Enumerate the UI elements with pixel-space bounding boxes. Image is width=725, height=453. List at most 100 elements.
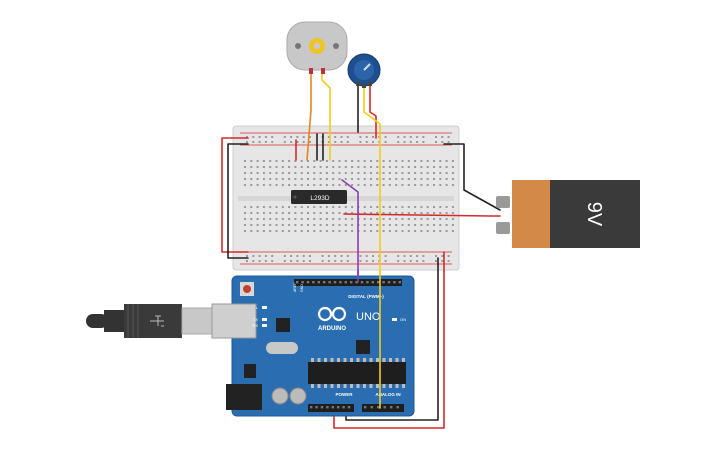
breadboard-rail-hole [246,255,248,257]
breadboard-rail-hole [258,141,261,143]
breadboard-terminal-hole [388,212,391,214]
breadboard-rail-hole [302,141,305,143]
breadboard-rail-hole [365,141,368,143]
breadboard-terminal-hole [250,212,253,214]
breadboard-rail-hole [290,141,293,143]
breadboard-rail-hole [334,260,337,262]
breadboard-terminal-hole [332,218,335,220]
breadboard-terminal-hole [269,230,272,232]
breadboard-terminal-hole [370,218,372,220]
aref-label: AREF [293,283,297,292]
power-pin [310,406,313,409]
breadboard-terminal-hole [433,166,435,168]
breadboard-terminal-hole [420,206,423,208]
breadboard-rail-hole [327,141,330,143]
breadboard-terminal-hole [262,160,265,162]
breadboard-rail-hole [384,255,387,257]
motor-driver-chip: L293D [291,190,347,204]
breadboard-terminal-hole [294,184,297,186]
breadboard-rail-hole [384,260,387,262]
breadboard-rail-hole [340,260,343,262]
digital-pin [301,281,304,284]
breadboard-terminal-hole [420,212,423,214]
breadboard-terminal-hole [325,212,328,214]
chip-pin [343,358,347,362]
breadboard-terminal-hole [269,166,272,168]
breadboard-terminal-hole [288,212,291,214]
breadboard-rail-hole [435,260,437,262]
breadboard-terminal-hole [300,172,303,174]
breadboard-terminal-hole [244,184,246,186]
breadboard-terminal-hole [395,172,398,174]
dc-motor [286,21,348,74]
breadboard-terminal-hole [307,224,309,226]
chip-pin [350,358,353,362]
breadboard-terminal-hole [300,206,303,208]
breadboard-terminal-hole [426,178,429,180]
breadboard-terminal-hole [332,212,335,214]
potentiometer[interactable] [347,53,381,88]
breadboard-rail-hole [416,141,419,143]
breadboard-rail-hole [264,255,267,257]
breadboard-rail-hole [258,260,261,262]
breadboard-terminal-hole [281,224,284,226]
breadboard-terminal-hole [407,218,410,220]
motor-screw-left [295,43,301,49]
breadboard-terminal-hole [262,212,265,214]
breadboard-terminal-hole [426,230,429,232]
breadboard-terminal-hole [344,218,347,220]
breadboard-terminal-hole [351,184,354,186]
breadboard-terminal-hole [445,172,448,174]
potentiometer-knob-indicator [363,63,371,71]
led-rx [262,324,267,327]
chip-pin [369,384,373,388]
atmega-chip-pins [311,358,405,388]
breadboard-terminal-hole [382,212,385,214]
breadboard-terminal-hole [363,206,366,208]
breadboard-rail-hole [327,136,330,138]
digital-pin [360,281,364,284]
chip-pin [382,384,386,388]
breadboard-terminal-hole [357,172,360,174]
digital-header-pins [296,281,401,284]
breadboard-terminal-hole [382,172,385,174]
breadboard-rail-hole [346,141,349,143]
digital-pin [398,281,401,284]
breadboard-rail-hole [359,141,362,143]
breadboard-rail-hole [447,136,450,138]
chip-pin [350,384,353,388]
breadboard-terminal-hole [351,224,354,226]
breadboard-terminal-hole [451,230,454,232]
breadboard-terminal-hole [376,230,379,232]
breadboard-rail-hole [403,136,406,138]
icsp-header [356,340,370,354]
breadboard-terminal-hole [351,178,354,180]
breadboard-terminal-hole [363,218,366,220]
breadboard-terminal-hole [256,206,259,208]
breadboard-rail-hole [302,260,305,262]
battery-terminal-bottom [496,222,510,234]
breadboard-rail-hole [246,136,248,138]
breadboard-rail-hole [258,255,261,257]
breadboard-terminal-hole [256,224,259,226]
breadboard-rail-hole [365,255,368,257]
breadboard-rail-hole [271,136,274,138]
digital-pin [366,281,369,284]
breadboard-rail-hole [409,136,412,138]
breadboard-terminal-hole [351,218,354,220]
breadboard-terminal-hole [363,184,366,186]
breadboard-terminal-hole [294,172,297,174]
breadboard-terminal-hole [439,224,442,226]
breadboard-terminal-hole [307,212,309,214]
breadboard-rail-hole [271,141,274,143]
breadboard-terminal-hole [363,178,366,180]
breadboard-rail-hole [296,141,299,143]
usb-plug-metal [181,307,213,335]
breadboard-rail-hole [340,255,343,257]
breadboard-terminal-hole [281,212,284,214]
chip-pin [389,384,392,388]
battery-9v: 9V [496,180,640,248]
breadboard-terminal-hole [370,212,372,214]
breadboard-terminal-hole [313,224,316,226]
breadboard-rail-hole [302,255,305,257]
